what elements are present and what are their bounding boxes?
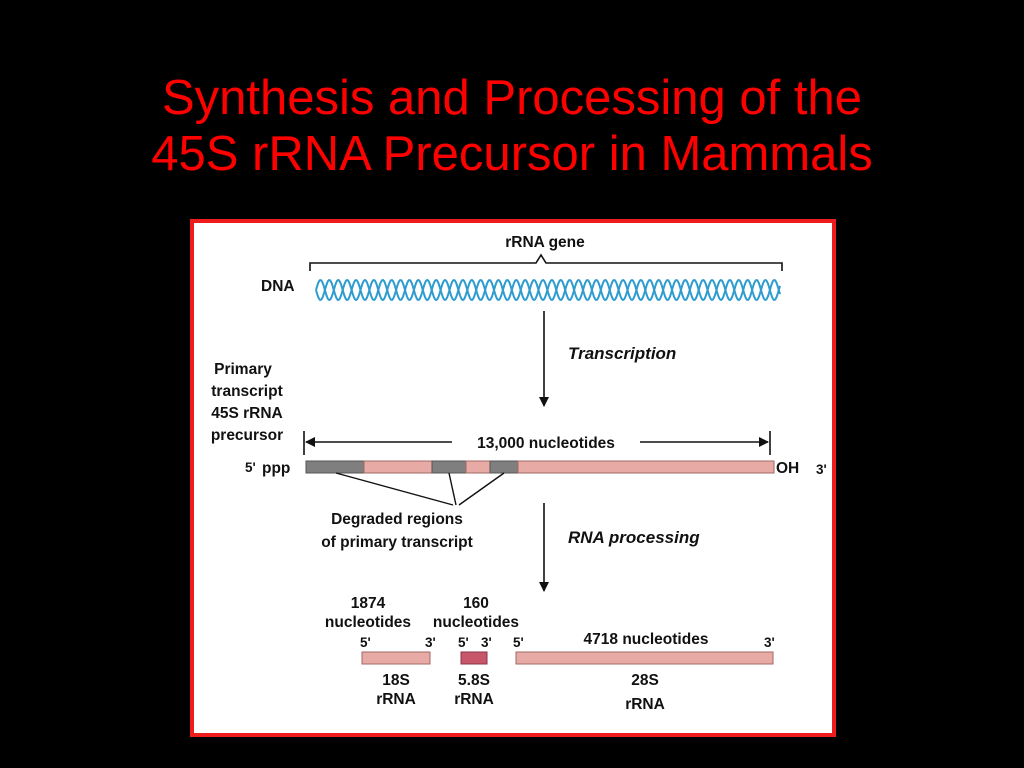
dna-strand-2	[315, 278, 781, 302]
degraded-label-line-1: Degraded regions	[331, 511, 463, 528]
5-8s-type: rRNA	[454, 691, 494, 708]
gene-label: rRNA gene	[505, 234, 585, 251]
dna-label: DNA	[261, 278, 295, 295]
dna-helix	[315, 278, 781, 302]
5-8s-three-prime: 3'	[481, 635, 492, 650]
degraded-pointer-3	[458, 472, 505, 506]
title-line-1: Synthesis and Processing of the	[161, 71, 863, 125]
28s-type: rRNA	[625, 696, 665, 713]
primary-transcript-line-1: Primary	[214, 361, 272, 378]
title-line-2: 45S rRNA Precursor in Mammals	[151, 127, 873, 181]
three-prime-label: 3'	[816, 462, 827, 477]
five-prime-label: 5'	[245, 460, 256, 475]
degraded-pointer-2	[448, 472, 457, 506]
processing-label: RNA processing	[568, 528, 700, 547]
primary-transcript-line-3: 45S rRNA	[211, 405, 283, 422]
18s-type: rRNA	[376, 691, 416, 708]
28s-rrna-bar	[515, 651, 774, 665]
28s-five-prime: 5'	[513, 635, 524, 650]
18s-five-prime: 5'	[360, 635, 371, 650]
5-8s-unit: nucleotides	[433, 614, 519, 631]
degraded-pointer-1	[335, 472, 454, 506]
18s-three-prime: 3'	[425, 635, 436, 650]
oh-label: OH	[776, 460, 799, 477]
primary-transcript-line-4: precursor	[211, 427, 283, 444]
ppp-label: ppp	[262, 460, 290, 477]
5-8s-count: 160	[463, 595, 489, 612]
rrna-processing-diagram: rRNA gene DNA Transcription Primary tran…	[211, 234, 827, 713]
18s-unit: nucleotides	[325, 614, 411, 631]
dna-strand-1	[315, 278, 781, 302]
retained-region-28s	[517, 460, 775, 474]
28s-three-prime: 3'	[764, 635, 775, 650]
gene-bracket	[309, 253, 783, 271]
5-8s-name: 5.8S	[458, 672, 490, 689]
degraded-region-3	[489, 460, 519, 474]
retained-region-5-8s	[465, 460, 491, 474]
18s-rrna-bar	[361, 651, 431, 665]
slide-title: Synthesis and Processing of the 45S rRNA…	[0, 70, 1024, 182]
transcription-label: Transcription	[568, 344, 676, 363]
degraded-region-2	[431, 460, 467, 474]
5-8s-rrna-bar	[460, 651, 488, 665]
degraded-label-line-2: of primary transcript	[321, 534, 473, 551]
primary-transcript-line-2: transcript	[211, 383, 283, 400]
5-8s-five-prime: 5'	[458, 635, 469, 650]
18s-name: 18S	[382, 672, 410, 689]
retained-region-18s	[363, 460, 433, 474]
degraded-region-1	[305, 460, 365, 474]
18s-count: 1874	[351, 595, 386, 612]
28s-name: 28S	[631, 672, 659, 689]
figure-panel: rRNA gene DNA Transcription Primary tran…	[190, 219, 836, 737]
length-label: 13,000 nucleotides	[477, 435, 615, 452]
28s-size-label: 4718 nucleotides	[584, 631, 709, 648]
